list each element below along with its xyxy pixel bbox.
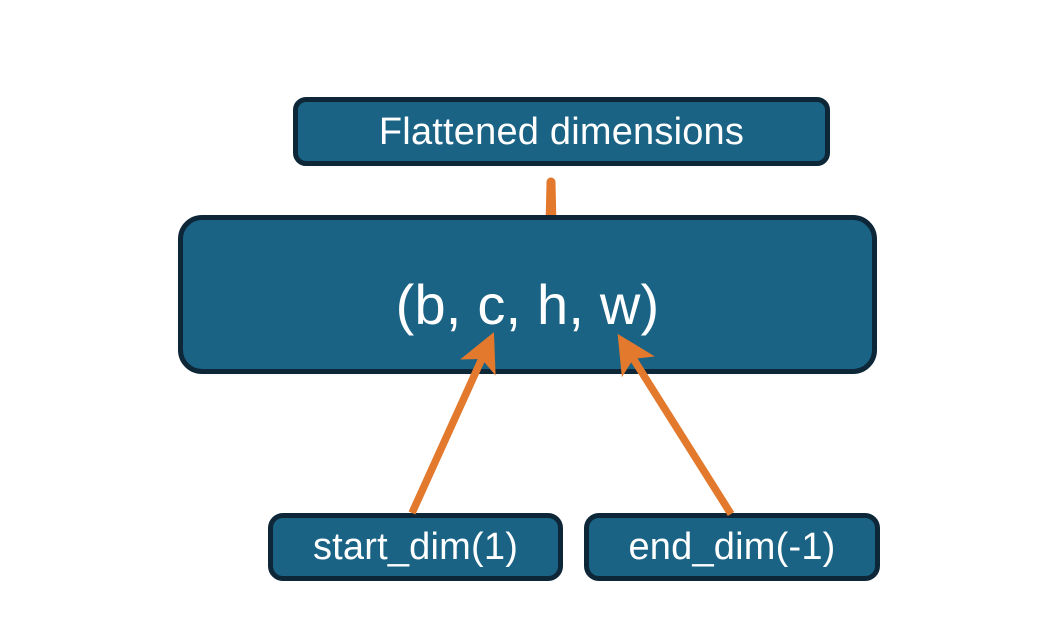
shape-tuple-label: (b, c, h, w) — [395, 272, 660, 336]
shape-tuple-box: (b, c, h, w) — [178, 215, 877, 374]
start-dim-label: start_dim(1) — [312, 526, 519, 568]
flattened-dimensions-box: Flattened dimensions — [293, 97, 830, 166]
flattened-dimensions-label: Flattened dimensions — [378, 110, 745, 153]
start-dim-box: start_dim(1) — [268, 513, 563, 581]
end-dim-box: end_dim(-1) — [584, 513, 880, 581]
end-dim-label: end_dim(-1) — [628, 526, 836, 568]
